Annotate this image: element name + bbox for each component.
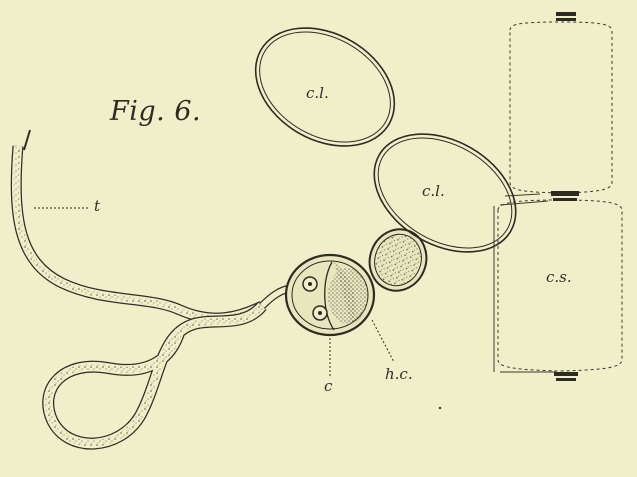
label-t: t bbox=[94, 197, 100, 215]
label-c: c bbox=[324, 377, 332, 395]
label-cs: c.s. bbox=[546, 268, 572, 286]
figure-title: Fig. 6. bbox=[110, 96, 201, 127]
label-hc: h.c. bbox=[385, 365, 413, 383]
host-cell-pair bbox=[286, 255, 374, 335]
hc-leader-line bbox=[372, 320, 394, 362]
label-cl-lower: c.l. bbox=[422, 182, 445, 200]
germ-tube-hypha bbox=[16, 130, 292, 444]
label-cl-upper: c.l. bbox=[306, 84, 329, 102]
